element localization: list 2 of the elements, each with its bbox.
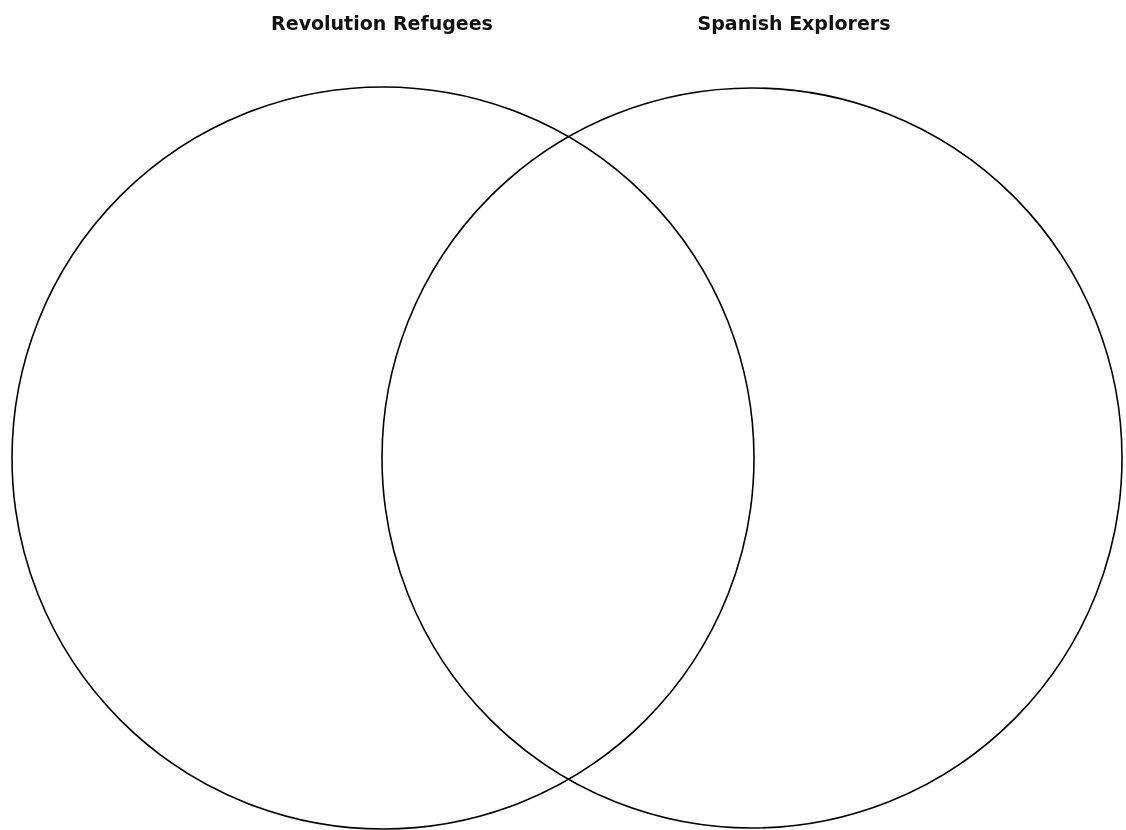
circle-heading: Spanish Explorers xyxy=(697,12,891,34)
circle-heading: Revolution Refugees xyxy=(271,12,493,34)
